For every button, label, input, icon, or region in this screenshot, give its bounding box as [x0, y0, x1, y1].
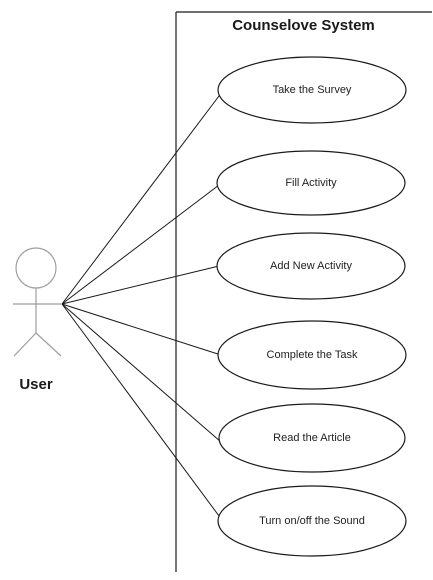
use-case-ellipses: [216, 56, 407, 557]
actor-head: [15, 247, 57, 289]
association-line-3: [61, 265, 220, 305]
use-case-ellipse-3: [216, 232, 406, 300]
use-case-ellipse-5: [218, 403, 406, 473]
use-case-label: Take the Survey: [272, 84, 352, 96]
association-line-5: [61, 303, 222, 443]
system-title: Counselove System: [232, 17, 375, 34]
use-case-label: Turn on/off the Sound: [259, 515, 365, 527]
association-line-2: [61, 184, 220, 305]
use-case-label: Fill Activity: [285, 177, 337, 189]
association-line-6: [61, 303, 223, 521]
association-line-4: [61, 303, 222, 356]
use-case-ellipse-4: [217, 320, 407, 390]
use-case-label: Complete the Task: [266, 349, 358, 361]
use-case-ellipse-2: [216, 150, 406, 216]
actor-figure: [13, 247, 62, 357]
use-case-ellipse-6: [217, 485, 407, 557]
use-case-ellipse-1: [217, 56, 407, 124]
use-case-label: Read the Article: [273, 432, 351, 444]
associations: [61, 91, 223, 521]
actor-label: User: [19, 376, 53, 393]
system-boundary: [175, 11, 432, 572]
actor-left-leg: [13, 332, 37, 357]
association-line-1: [61, 91, 223, 305]
actor-right-leg: [35, 332, 62, 357]
use-case-label: Add New Activity: [270, 260, 352, 272]
